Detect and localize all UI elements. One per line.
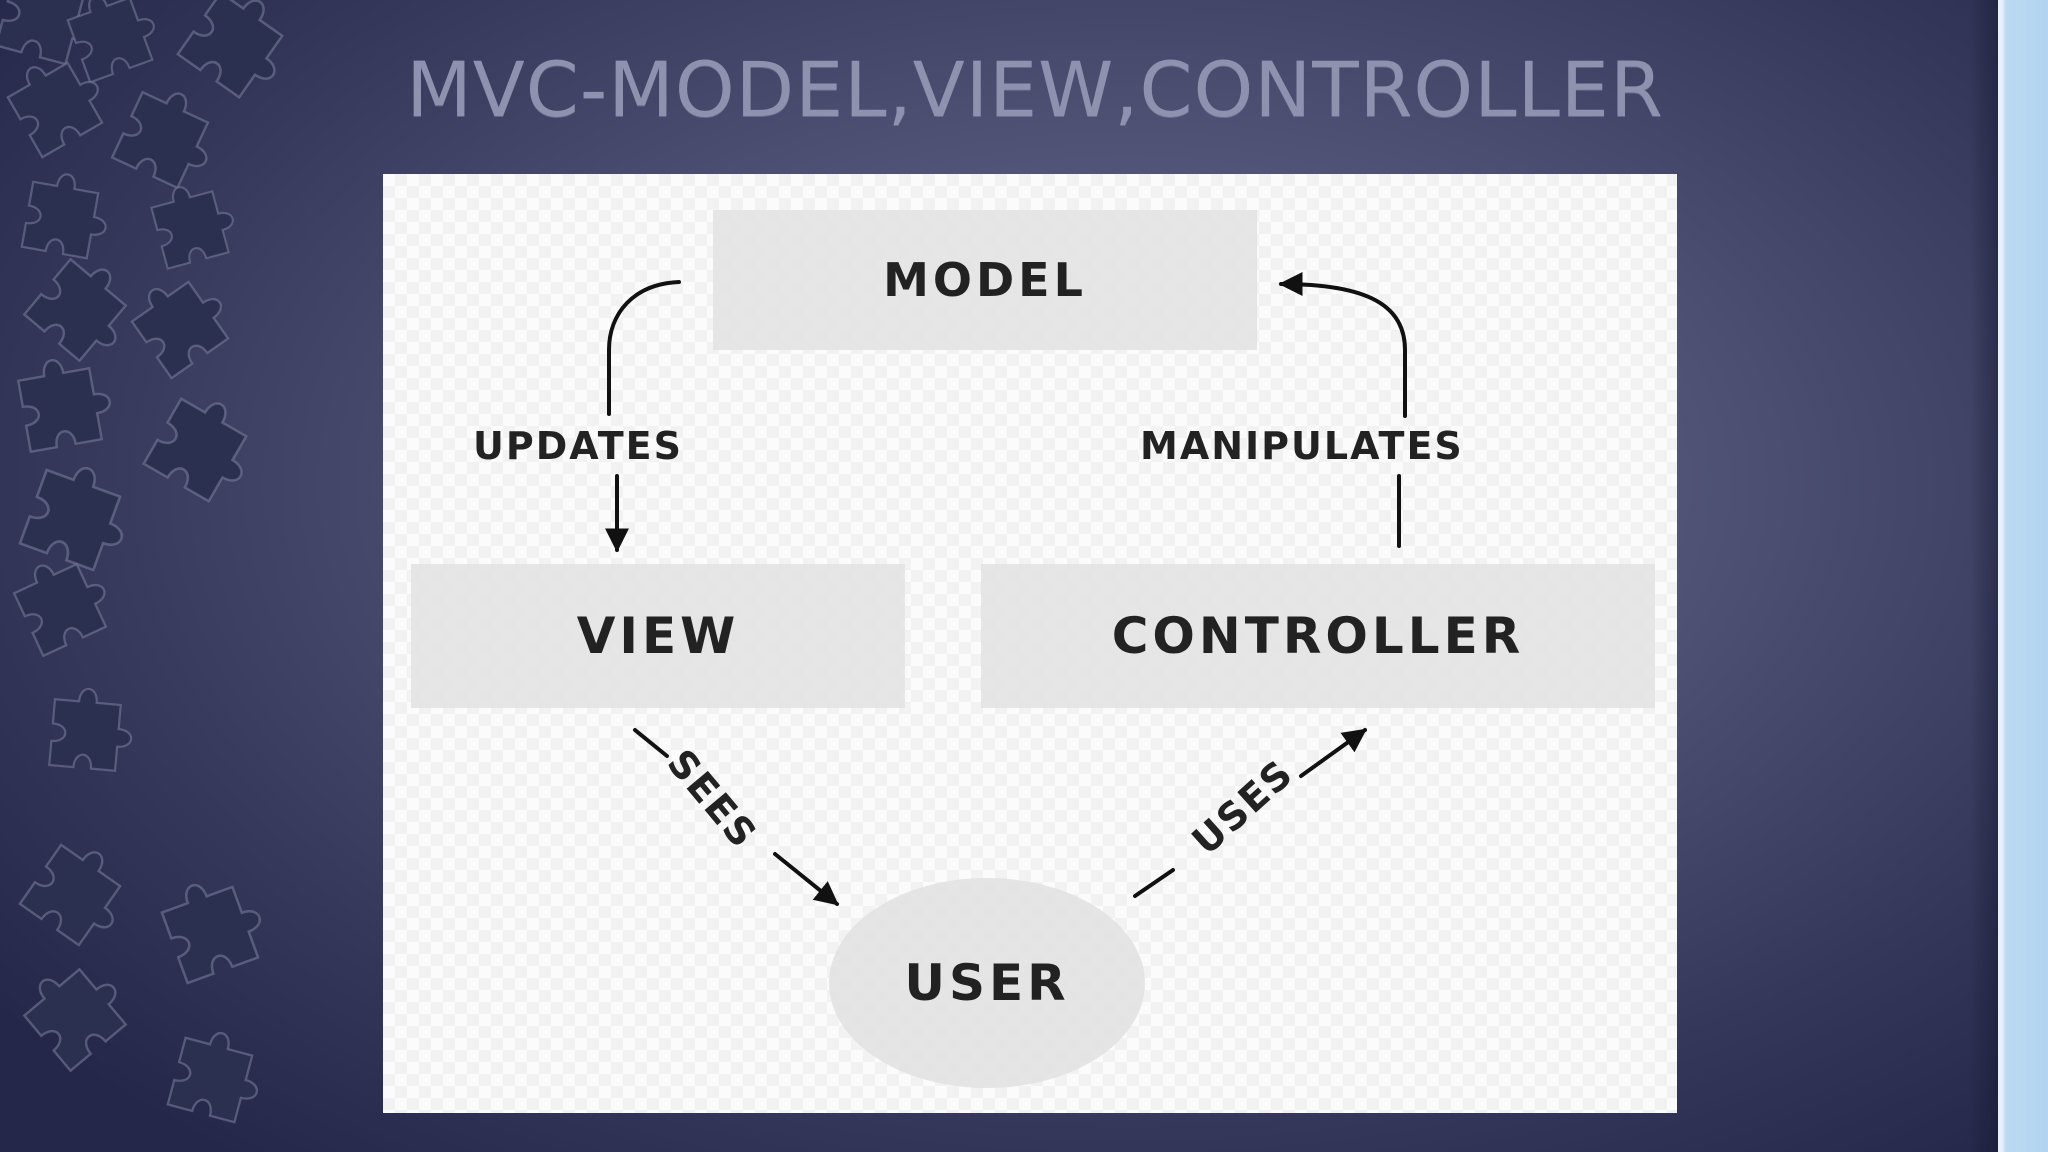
updates-edge-label: UPDATES (473, 424, 683, 468)
controller-label: CONTROLLER (1111, 607, 1525, 665)
model-label: MODEL (883, 253, 1087, 307)
user-node: USER (829, 878, 1145, 1088)
manipulates-arrow (1278, 272, 1407, 418)
uses-connector-start (1133, 868, 1175, 898)
user-label: USER (904, 954, 1070, 1012)
sees-connector-start (633, 728, 669, 758)
slide-title: MVC-MODEL,VIEW,CONTROLLER (406, 45, 1664, 134)
puzzle-pieces-icon (0, 0, 305, 1127)
slide-edge-shadow (1970, 0, 1998, 1152)
diagram-connectors (605, 272, 1407, 906)
window-edge (1998, 0, 2048, 1152)
mvc-diagram: MODEL VIEW CONTROLLER USER UPDATES MANIP… (383, 174, 1677, 1113)
view-node: VIEW (411, 564, 905, 708)
updates-connector-top (607, 280, 681, 416)
sees-arrow (773, 852, 839, 906)
model-node: MODEL (713, 210, 1257, 350)
manipulates-edge-label: MANIPULATES (1140, 424, 1464, 468)
view-label: VIEW (576, 607, 740, 665)
uses-arrow (1299, 728, 1367, 778)
controller-node: CONTROLLER (981, 564, 1655, 708)
